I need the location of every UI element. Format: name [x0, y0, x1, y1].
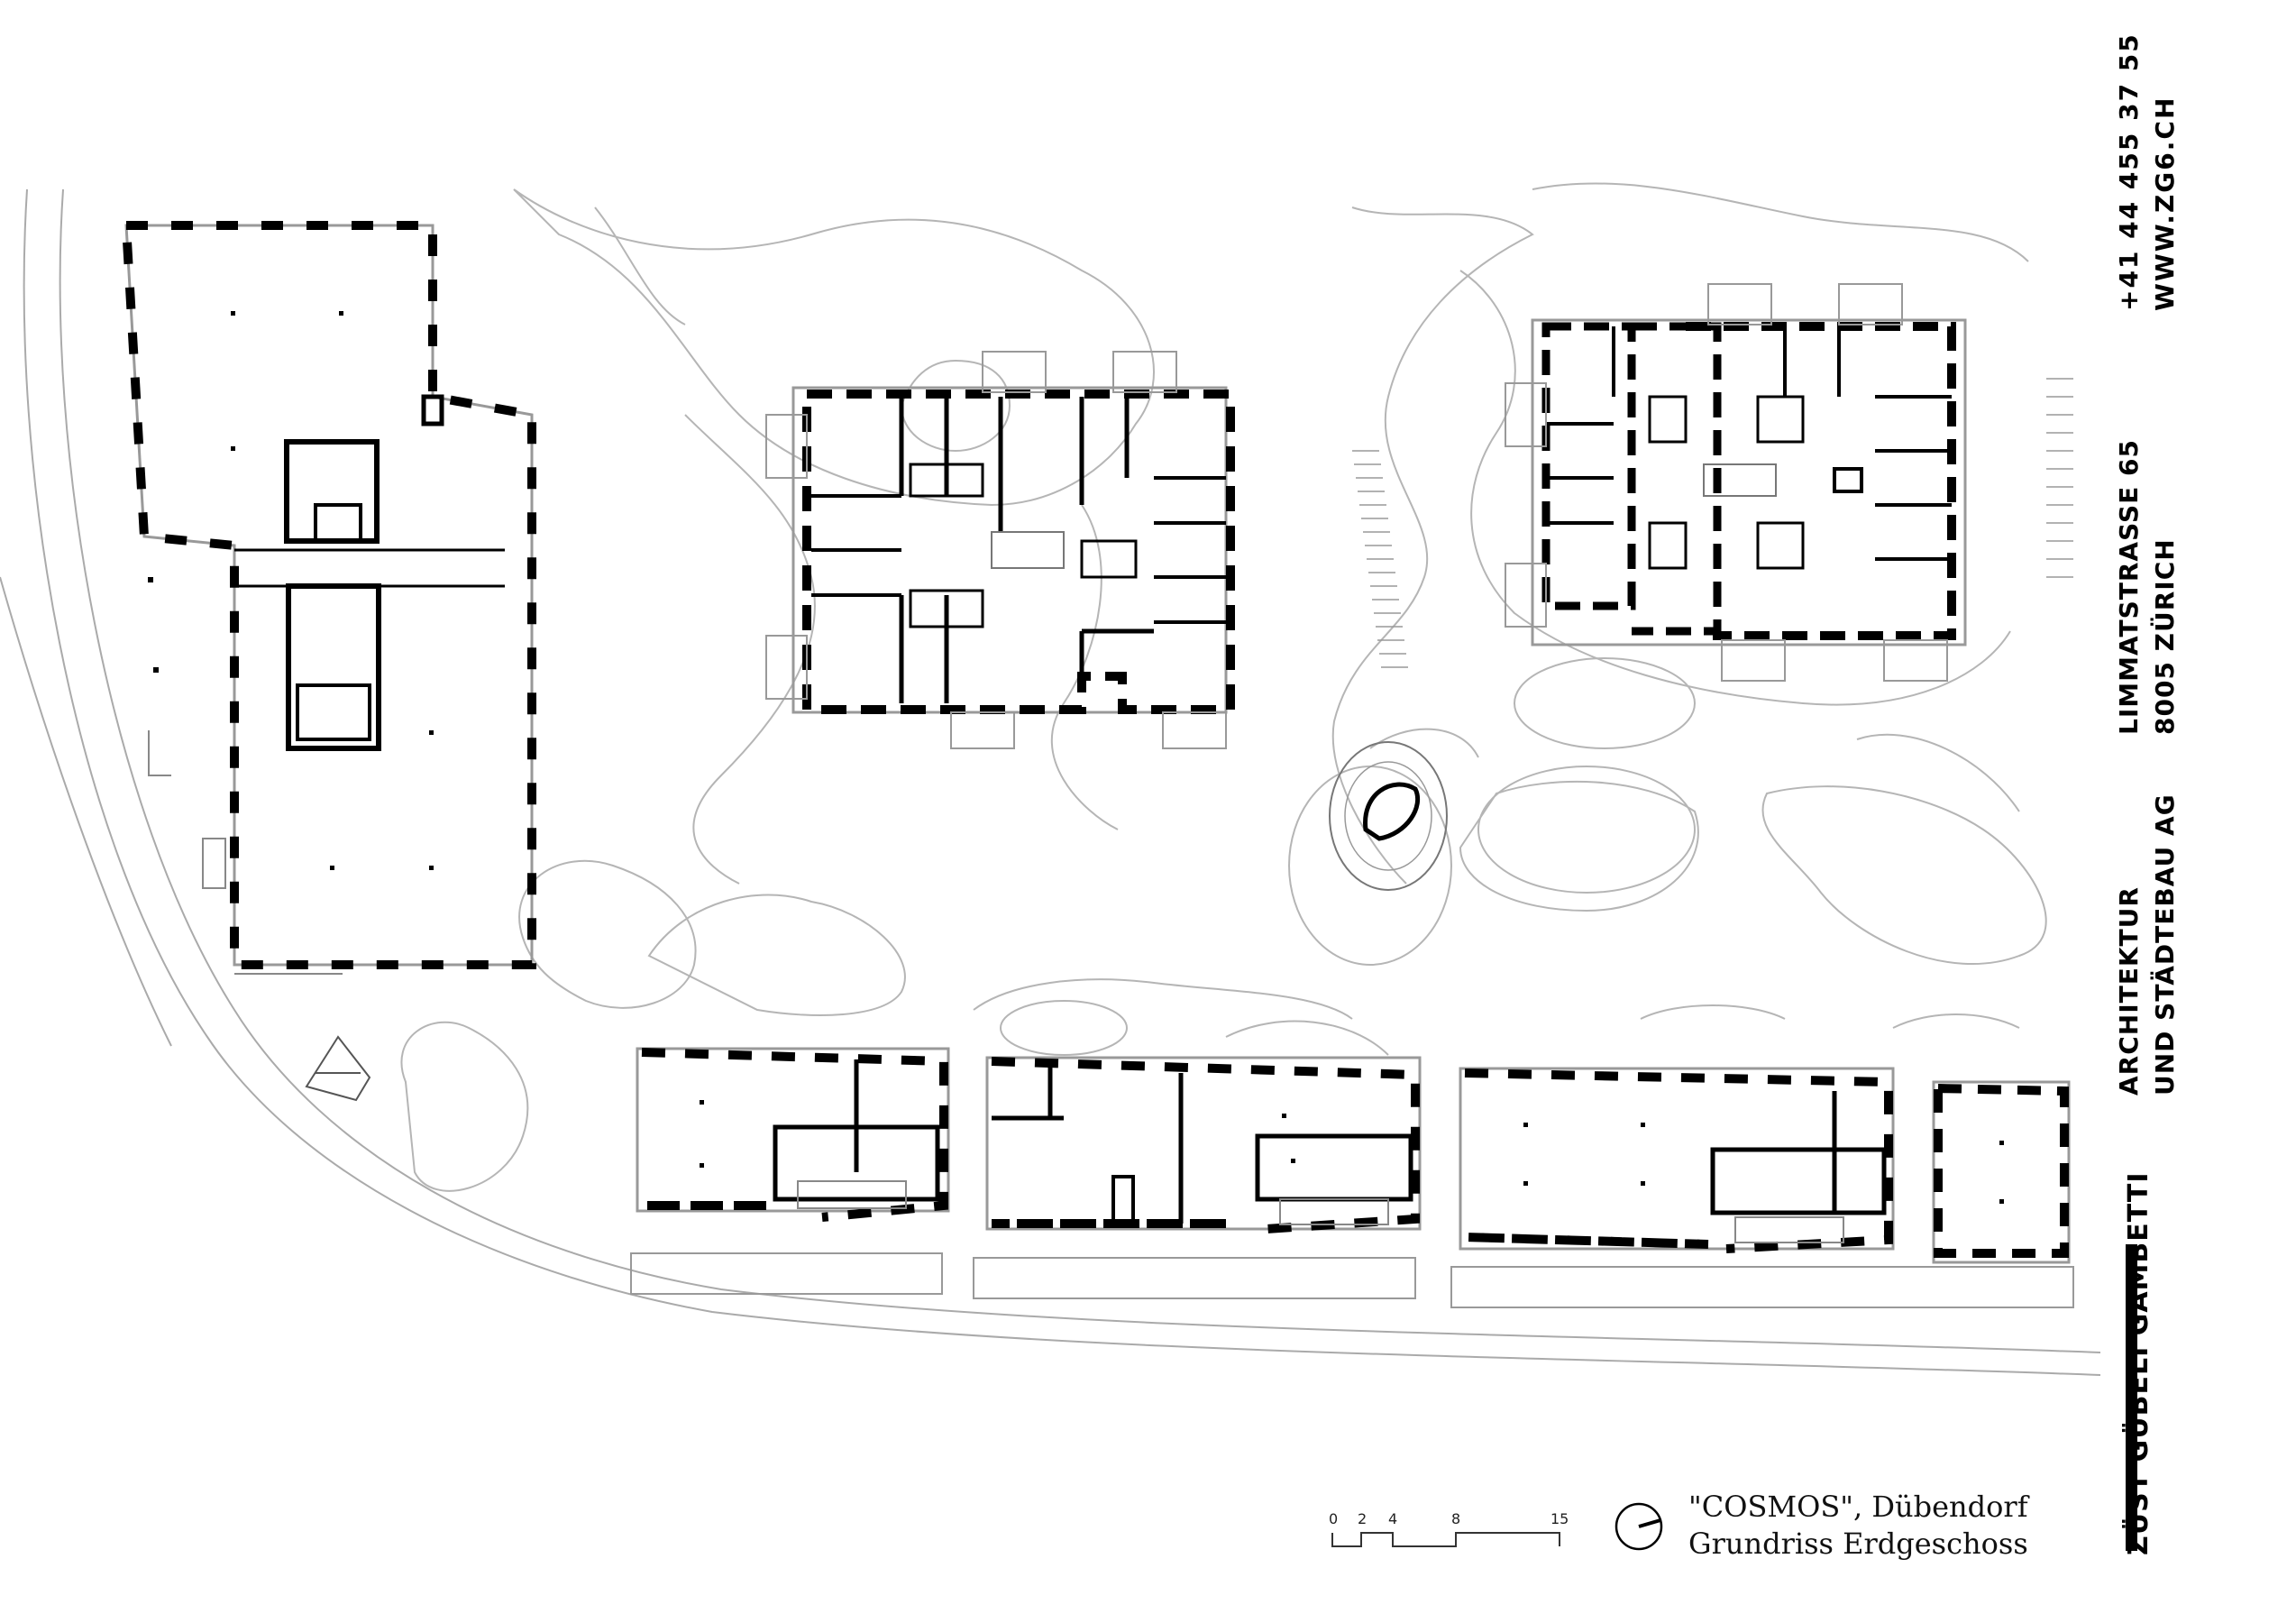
north-arrow-icon — [1615, 1502, 1663, 1551]
scale-tick-2: 2 — [1358, 1510, 1367, 1527]
firm-bar — [2126, 1244, 2137, 1551]
landmark-triangle — [305, 1035, 371, 1102]
firm-web: WWW.ZG6.CH — [2150, 96, 2180, 311]
row-building-sheds — [630, 1252, 2074, 1308]
firm-name: ZÜST GÜBELI GAMBETTI — [2123, 1171, 2154, 1555]
scale-bar — [1331, 1532, 1560, 1547]
building-east — [1531, 318, 1967, 646]
building-west — [121, 221, 536, 969]
firm-type-line1: ARCHITEKTUR — [2114, 886, 2144, 1096]
ramp — [1352, 378, 2073, 668]
row-building-1 — [636, 1047, 950, 1222]
firm-phone: +41 44 455 37 55 — [2114, 32, 2144, 311]
project-subtitle: Grundriss Erdgeschoss — [1688, 1527, 2028, 1561]
garage-spiral — [1329, 741, 1448, 891]
row-building-columns — [700, 1100, 2004, 1204]
firm-address-line1: LIMMATSTRASSE 65 — [2114, 439, 2144, 735]
scale-tick-15: 15 — [1550, 1510, 1569, 1527]
scale-tick-4: 4 — [1388, 1510, 1397, 1527]
building-center-balconies — [765, 351, 1227, 749]
firm-type-line2: UND STÄDTEBAU AG — [2150, 793, 2180, 1096]
building-west-columns — [148, 311, 434, 870]
row-building-2 — [985, 1056, 1422, 1233]
scale-tick-0: 0 — [1329, 1510, 1338, 1527]
row-building-4 — [1932, 1080, 2071, 1264]
building-east-balconies — [1505, 283, 1948, 682]
firm-address-line2: 8005 ZÜRICH — [2150, 538, 2180, 735]
project-title: "COSMOS", Dübendorf — [1688, 1490, 2028, 1524]
scale-tick-8: 8 — [1451, 1510, 1460, 1527]
building-west-terrace — [148, 730, 343, 975]
row-building-3 — [1459, 1067, 1895, 1253]
road-lines — [0, 188, 2101, 1376]
